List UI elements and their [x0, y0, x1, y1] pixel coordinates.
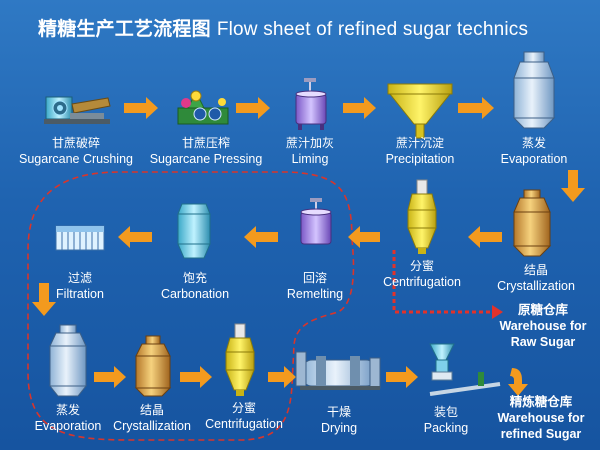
arrow-13 [268, 366, 296, 388]
warehouse-label-en-line2: refined Sugar [500, 427, 582, 441]
raw-sugar-route-arrowhead [492, 305, 503, 319]
remelting-tank-icon [300, 198, 332, 245]
crystallizer-icon [512, 189, 552, 257]
arrow-3 [343, 97, 376, 119]
step-label-cn: 蒸发 [521, 136, 546, 150]
warehouse-label-en-line1: Warehouse for [497, 411, 585, 425]
step-label-cn: 结晶 [139, 403, 164, 417]
step-label-cn: 蔗汁沉淀 [395, 136, 444, 150]
crystallizer-2-icon [134, 335, 172, 397]
arrow-7 [348, 226, 380, 248]
precipitation-clarifier-icon [387, 83, 453, 139]
centrifuge-icon [407, 179, 437, 254]
arrow-4 [458, 97, 494, 119]
step-crystallization: 结晶 Crystallization [480, 262, 592, 294]
step-label-cn: 蒸发 [55, 403, 80, 417]
step-filtration: 过滤 Filtration [40, 270, 120, 302]
rotary-dryer-icon [295, 351, 381, 390]
step-label-en: Sugarcane Crushing [19, 152, 133, 166]
arrow-5 [561, 170, 585, 202]
step-liming: 蔗汁加灰 Liming [272, 135, 348, 167]
step-label-cn: 回溶 [302, 271, 327, 285]
refined-sugar-warehouse: 精炼糖仓库 Warehouse for refined Sugar [488, 394, 594, 442]
step-label-en: Centrifugation [205, 417, 283, 431]
centrifuge-2-icon [225, 323, 255, 396]
arrow-8 [244, 226, 278, 248]
step-label-cn: 装包 [433, 405, 458, 419]
step-label-en: Sugarcane Pressing [149, 152, 263, 166]
step-crystallization-2: 结晶 Crystallization [100, 402, 204, 434]
step-label-en: Drying [320, 421, 358, 435]
warehouse-label-cn: 精炼糖仓库 [509, 394, 573, 409]
step-label-en: Precipitation [385, 152, 455, 166]
step-sugarcane-crushing: 甘蔗破碎 Sugarcane Crushing [8, 135, 144, 167]
refining-section-dashed-loop [27, 171, 355, 441]
sugarcane-crusher-icon [44, 96, 111, 124]
step-label-en: Remelting [286, 287, 344, 301]
step-packing: 装包 Packing [414, 404, 478, 436]
step-label-cn: 结晶 [523, 263, 548, 277]
step-evaporation-2: 蒸发 Evaporation [20, 402, 116, 434]
warehouse-label-cn: 原糖仓库 [517, 302, 568, 317]
arrow-12 [180, 366, 212, 388]
step-label-cn: 过滤 [67, 271, 92, 285]
title-chinese: 精糖生产工艺流程图 [38, 18, 211, 40]
step-label-cn: 甘蔗压榨 [181, 136, 230, 150]
step-label-en: Evaporation [500, 152, 568, 166]
step-label-en: Evaporation [34, 419, 102, 433]
flow-arrows [32, 97, 585, 396]
evaporator-icon [512, 51, 556, 129]
raw-sugar-route [392, 250, 492, 314]
warehouse-label-en-line2: Raw Sugar [510, 335, 576, 349]
evaporator-2-icon [48, 324, 88, 397]
arrow-2 [236, 97, 270, 119]
step-label-cn: 甘蔗破碎 [51, 136, 100, 150]
step-label-en: Carbonation [160, 287, 230, 301]
sugarcane-press-icon [177, 90, 229, 125]
warehouse-label-en-line1: Warehouse for [499, 319, 587, 333]
packing-machine-icon [429, 343, 501, 396]
step-remelting: 回溶 Remelting [270, 270, 360, 302]
raw-sugar-warehouse: 原糖仓库 Warehouse for Raw Sugar [494, 302, 592, 350]
liming-tank-icon [295, 78, 327, 130]
step-label-en: Crystallization [113, 419, 191, 433]
arrow-15 [508, 368, 528, 396]
arrow-10 [32, 283, 56, 316]
arrow-9 [118, 226, 152, 248]
arrow-14 [386, 366, 418, 388]
step-evaporation: 蒸发 Evaporation [484, 135, 584, 167]
title-english: Flow sheet of refined sugar technics [216, 19, 529, 40]
step-label-cn: 干燥 [326, 405, 351, 419]
step-precipitation: 蔗汁沉淀 Precipitation [370, 135, 470, 167]
step-label-en: Liming [291, 152, 329, 166]
filter-press-icon [55, 225, 105, 251]
arrow-6 [468, 226, 502, 248]
step-sugarcane-pressing: 甘蔗压榨 Sugarcane Pressing [140, 135, 272, 167]
step-label-en: Crystallization [497, 279, 575, 293]
step-label-en: Packing [423, 421, 469, 435]
step-drying: 干燥 Drying [304, 404, 374, 436]
step-label-cn: 分蜜 [409, 259, 434, 273]
step-label-en: Centrifugation [383, 275, 461, 289]
step-label-cn: 分蜜 [231, 401, 256, 415]
step-label-cn: 饱充 [182, 271, 207, 285]
step-label-cn: 蔗汁加灰 [285, 136, 334, 150]
step-centrifugation-2: 分蜜 Centrifugation [192, 400, 296, 432]
step-centrifugation: 分蜜 Centrifugation [370, 258, 474, 290]
arrow-11 [94, 366, 126, 388]
step-carbonation: 饱充 Carbonation [150, 270, 240, 302]
carbonation-column-icon [177, 203, 211, 259]
arrow-1 [124, 97, 158, 119]
step-label-en: Filtration [56, 287, 104, 301]
